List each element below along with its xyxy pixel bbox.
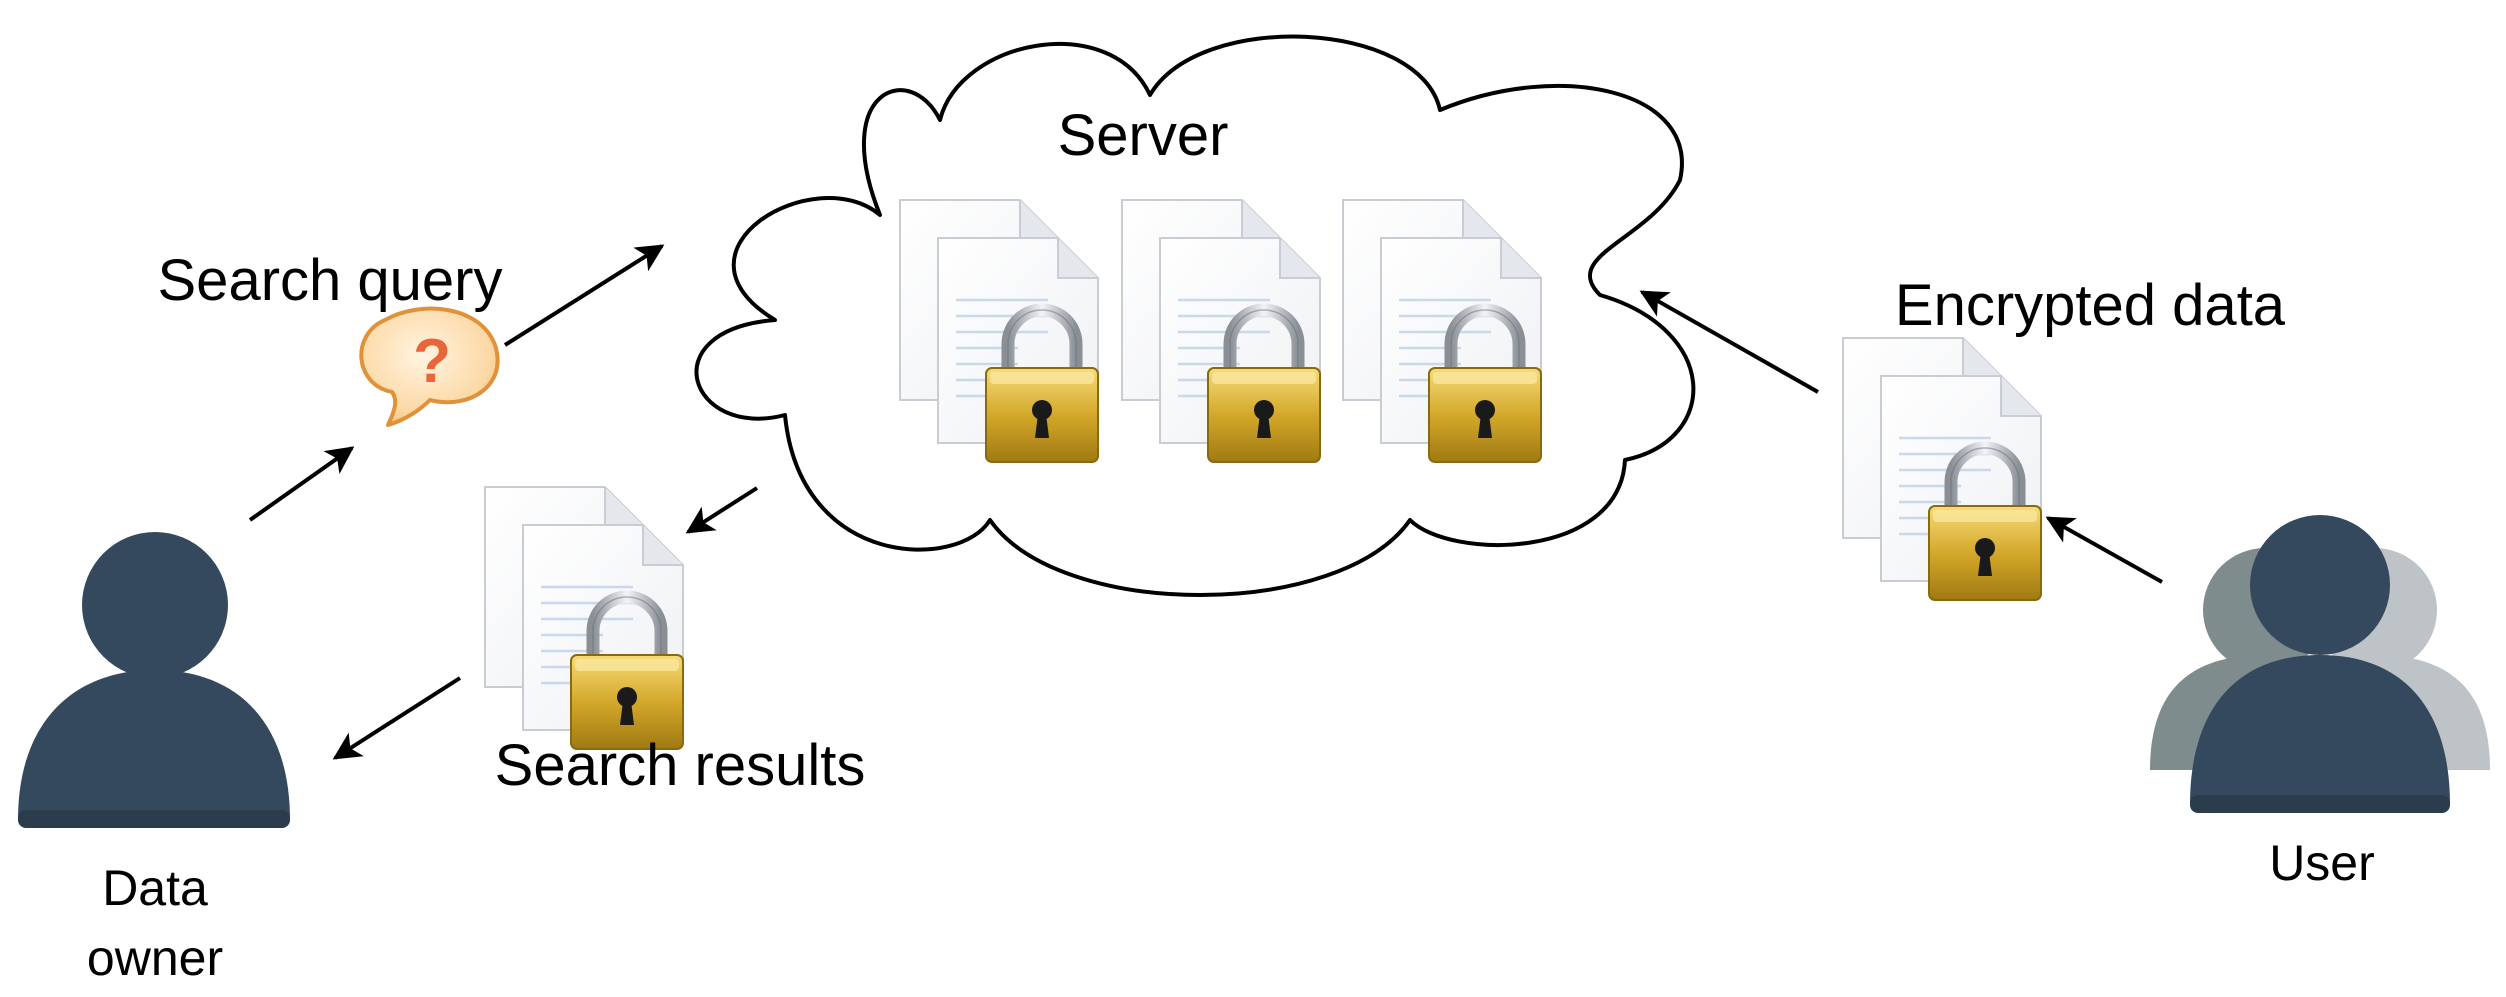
- search-results-label: Search results: [495, 733, 866, 798]
- user-group-icon: [2150, 515, 2490, 813]
- arrow-owner-to-query: [248, 446, 355, 522]
- search-query-label: Search query: [158, 248, 503, 313]
- encrypted-data-label: Encrypted data: [1895, 273, 2286, 338]
- data-owner-label-line2: owner: [87, 930, 223, 986]
- server-label: Server: [1058, 103, 1229, 168]
- arrow-encrypted-to-server: [1639, 290, 1819, 394]
- data-owner-person-icon: [18, 532, 290, 828]
- question-bubble-icon: ?: [359, 306, 500, 427]
- arrow-results-to-owner: [332, 676, 462, 760]
- arrow-user-to-encrypted: [2045, 516, 2163, 584]
- arrow-query-to-server: [503, 244, 665, 347]
- search-results-document: [485, 487, 683, 749]
- svg-text:?: ?: [413, 327, 451, 396]
- user-label: User: [2269, 835, 2375, 891]
- arrow-server-to-results: [685, 486, 759, 534]
- encrypted-data-document: [1843, 338, 2041, 600]
- data-owner-label-line1: Data: [102, 860, 208, 916]
